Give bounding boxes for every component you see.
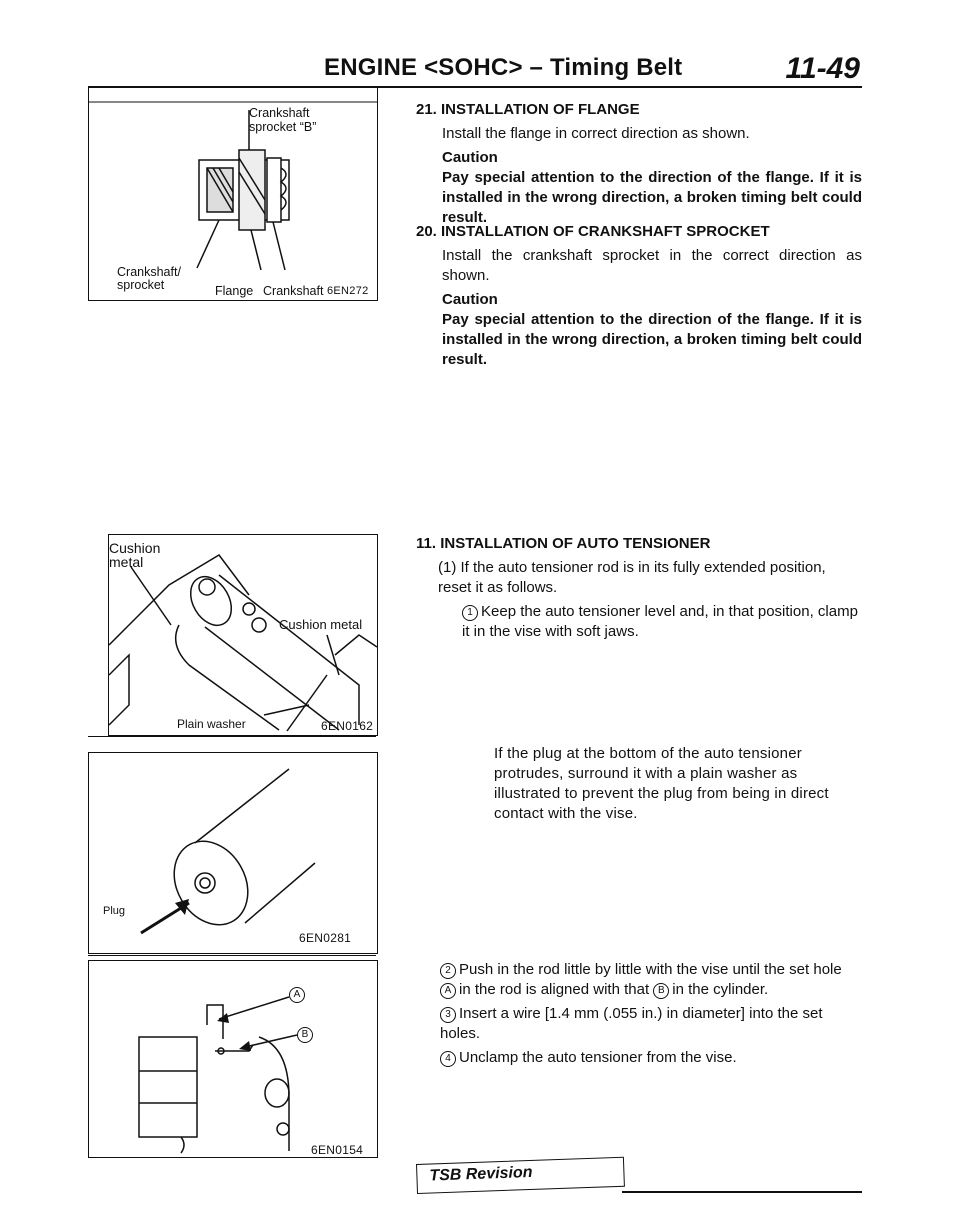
figure-set-holes: A B 6EN0154 [88,960,378,1158]
figure-code-6en0281: 6EN0281 [299,931,352,945]
label-cushion-metal-right: Cushion metal [279,617,363,632]
figure-code-6en272: 6EN272 [327,285,369,297]
page-number: 11-49 [785,52,860,85]
section-21: 21. INSTALLATION OF FLANGE Install the f… [416,100,862,232]
label-plain-washer: Plain washer [177,717,246,731]
section-20: 20. INSTALLATION OF CRANKSHAFT SPROCKET … [416,222,862,370]
label-crankshaft: Crankshaft [263,284,324,298]
flange-sprocket-drawing [89,101,377,271]
figure-flange-sprocket: Crankshaft sprocket “B” Crankshaft/ spro… [88,88,378,301]
caution-label: Caution [442,149,498,166]
section-heading: 20. INSTALLATION OF CRANKSHAFT SPROCKET [416,223,770,240]
section-body: Install the crankshaft sprocket in the c… [442,247,862,284]
step-1: (1) If the auto tensioner rod is in its … [438,559,826,596]
figure-cushion-metal: Cushion metal Cushion metal Plain washer… [108,534,378,736]
caution-label: Caution [442,291,498,308]
page-header: ENGINE <SOHC> – Timing Belt 11-49 [88,52,864,86]
footer-rule [622,1191,862,1193]
figure-divider [88,955,376,956]
page-title: ENGINE <SOHC> – Timing Belt [324,54,683,81]
figure-plug: Plug 6EN0281 [88,752,378,954]
tsb-revision-label: TSB Revision [429,1163,533,1185]
label-hole-a: A [289,987,308,1003]
header-rule [88,86,862,88]
section-body: Install the flange in correct direction … [442,125,750,142]
label-cushion-metal-left: Cushion metal [109,540,161,570]
figure-code-6en0154: 6EN0154 [311,1143,364,1157]
section-11: 11. INSTALLATION OF AUTO TENSIONER (1) I… [416,534,862,642]
figure-code-6en0162: 6EN0162 [321,719,374,733]
section-heading: 11. INSTALLATION OF AUTO TENSIONER [416,535,711,552]
figure-divider [88,736,376,737]
label-plug: Plug [103,905,126,917]
caution-text: Pay special attention to the direction o… [442,311,862,368]
label-crankshaft-sprocket: Crankshaft/ sprocket [117,265,181,292]
plug-drawing [140,768,316,935]
tsb-revision-box: TSB Revision [416,1156,625,1194]
set-holes-drawing [138,996,298,1154]
label-flange: Flange [215,284,254,298]
caution-text: Pay special attention to the direction o… [442,169,862,226]
label-hole-b: B [297,1027,316,1043]
cushion-metal-drawing [109,554,377,732]
plug-note: If the plug at the bottom of the auto te… [494,745,829,822]
label-crankshaft-sprocket-b: Crankshaft sprocket “B” [249,106,317,134]
section-heading: 21. INSTALLATION OF FLANGE [416,101,640,118]
